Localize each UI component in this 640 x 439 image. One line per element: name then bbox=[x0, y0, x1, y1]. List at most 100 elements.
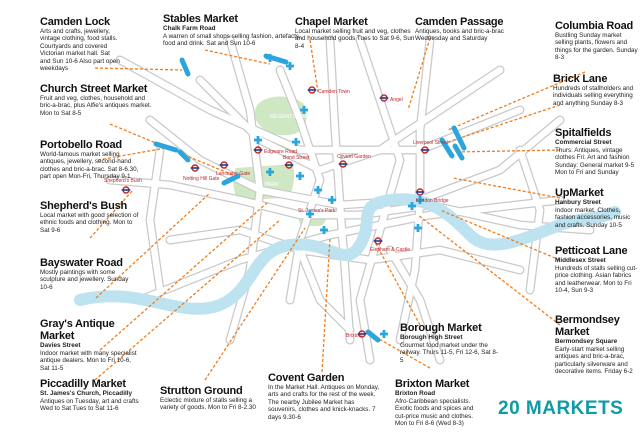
market-name: Camden Lock bbox=[40, 16, 110, 28]
underground-roundel-icon bbox=[379, 94, 389, 102]
market-name: UpMarket bbox=[555, 187, 604, 199]
leader-line-9 bbox=[89, 189, 134, 239]
underground-roundel-icon bbox=[415, 188, 425, 196]
park-label-st-james: St. James's Park bbox=[298, 208, 336, 214]
market-marker-icon[interactable] bbox=[328, 196, 336, 205]
market-name: Bermondsey Market bbox=[555, 314, 620, 338]
market-name: Bayswater Road bbox=[40, 257, 123, 269]
headline-title: 20 MARKETS bbox=[498, 398, 624, 419]
market-marker-icon[interactable] bbox=[380, 330, 388, 338]
market-bar-6[interactable] bbox=[365, 329, 381, 343]
leader-line-13 bbox=[99, 201, 269, 351]
leader-line-3 bbox=[407, 37, 431, 111]
market-bar-2[interactable] bbox=[451, 125, 467, 151]
market-description: Thurs: Antiques, vintage clothes Fri: Ar… bbox=[555, 147, 635, 177]
market-marker-icon[interactable] bbox=[314, 186, 322, 195]
market-marker-icon[interactable] bbox=[306, 210, 314, 219]
market-street: Hanbury Street bbox=[555, 199, 601, 206]
station-label: Angel bbox=[390, 97, 403, 103]
station-label: Bond Street bbox=[283, 155, 310, 161]
market-bar-4[interactable] bbox=[153, 141, 179, 153]
market-description: Fruit and veg, clothes, household and br… bbox=[40, 95, 152, 117]
market-name: Gray's Antique Market bbox=[40, 318, 115, 342]
station-label: Shepherd's Bush bbox=[104, 178, 142, 184]
station-label: Edgware Road bbox=[264, 149, 297, 155]
market-street: St. James's Church, Piccadilly bbox=[40, 390, 133, 397]
leader-line-18 bbox=[321, 237, 331, 373]
market-marker-icon[interactable] bbox=[296, 172, 304, 181]
market-marker-icon[interactable] bbox=[416, 196, 424, 205]
market-name: Brixton Market bbox=[395, 378, 470, 390]
leader-line-19 bbox=[371, 334, 431, 369]
river-thames bbox=[74, 193, 621, 315]
market-name: Church Street Market bbox=[40, 83, 148, 95]
park-label-regents: REGENTS PARK bbox=[270, 114, 312, 120]
market-street: Bermondsey Square bbox=[555, 338, 618, 345]
underground-roundel-icon bbox=[357, 330, 367, 338]
market-bar-7[interactable] bbox=[452, 143, 465, 161]
market-street: Borough High Street bbox=[400, 334, 463, 341]
market-bar-8[interactable] bbox=[177, 149, 191, 163]
market-description: Eclectic mixture of stalls selling a var… bbox=[160, 397, 256, 412]
market-name: Shepherd's Bush bbox=[40, 200, 128, 212]
station-label: Notting Hill Gate bbox=[183, 176, 220, 182]
station-label: Liverpool Street bbox=[413, 140, 449, 146]
market-marker-icon[interactable] bbox=[414, 224, 422, 233]
market-marker-icon[interactable] bbox=[300, 106, 308, 114]
market-street: Brixton Road bbox=[395, 390, 436, 397]
market-marker-icon[interactable] bbox=[320, 226, 328, 235]
station-label: London Bridge bbox=[416, 198, 449, 204]
market-marker-icon[interactable] bbox=[266, 168, 274, 177]
station-label: Lancaster Gate bbox=[216, 171, 250, 177]
market-description: Gourmet food market under the railway. T… bbox=[400, 342, 498, 364]
market-marker-icon[interactable] bbox=[292, 138, 300, 147]
market-bar-3[interactable] bbox=[439, 137, 455, 159]
underground-roundel-icon bbox=[373, 237, 383, 245]
leader-line-15 bbox=[375, 243, 421, 326]
leader-line-8 bbox=[454, 149, 561, 153]
market-bar-5[interactable] bbox=[221, 173, 241, 186]
market-description: Afro-Caribbean specialists. Exotic foods… bbox=[395, 398, 474, 428]
market-marker-icon[interactable] bbox=[266, 54, 274, 62]
leader-line-10 bbox=[452, 177, 561, 199]
market-description: In the Market Hall. Antiques on Monday, … bbox=[268, 384, 380, 421]
market-bar-0[interactable] bbox=[179, 57, 191, 77]
market-marker-icon[interactable] bbox=[408, 202, 416, 211]
market-description: Early-start market selling antiques and … bbox=[555, 346, 633, 376]
station-label: Camden Town bbox=[318, 89, 350, 95]
leader-line-12 bbox=[439, 209, 561, 261]
market-marker-icon[interactable] bbox=[254, 136, 262, 145]
market-name: Covent Garden bbox=[268, 372, 345, 384]
market-description: Arts and crafts, jewellery, vintage clot… bbox=[40, 28, 120, 73]
market-description: Indoor market. Clothes, fashion accessor… bbox=[555, 207, 631, 229]
market-description: Local market with good selection of ethn… bbox=[40, 212, 139, 234]
market-name: Piccadilly Market bbox=[40, 378, 126, 390]
leader-line-2 bbox=[309, 39, 319, 93]
market-name: Columbia Road bbox=[555, 20, 634, 32]
market-marker-icon[interactable] bbox=[286, 62, 294, 70]
market-street: Chalk Farm Road bbox=[163, 25, 216, 32]
market-description: Mostly paintings with some sculpture and… bbox=[40, 269, 129, 291]
underground-roundel-icon bbox=[219, 161, 229, 169]
